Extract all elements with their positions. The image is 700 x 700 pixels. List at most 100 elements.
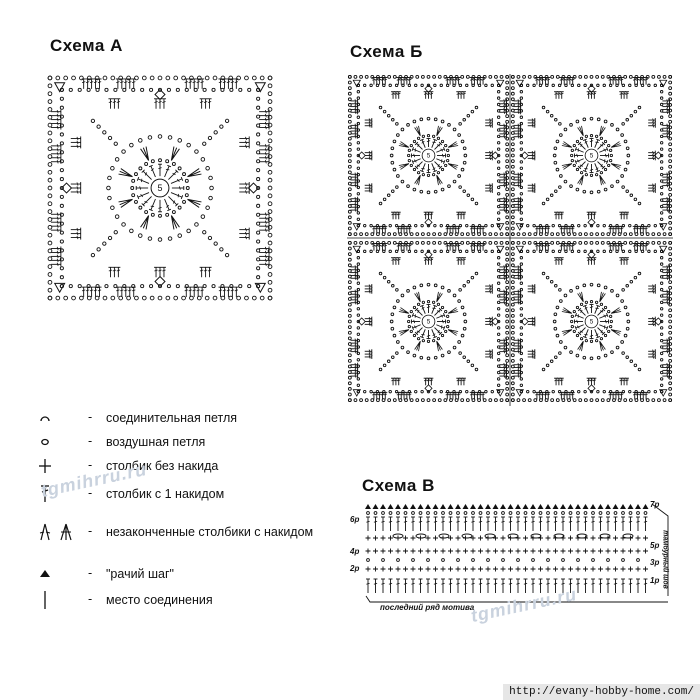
dc-mark [582,163,589,173]
chain-mark [205,166,210,171]
chain-mark [47,122,53,128]
center-ring [150,178,170,198]
chain-mark [596,83,600,88]
chain-mark [606,232,611,237]
chain-mark [406,184,410,188]
petal-cluster [414,174,421,186]
dc-mark [364,150,373,155]
chain-mark [256,168,261,173]
petal-cluster [187,198,202,208]
chain-mark [668,97,673,102]
chain-mark [603,353,608,358]
chain-mark [625,312,630,317]
chain-mark [375,249,380,254]
chain-mark [545,275,550,280]
dc-mark [383,243,388,251]
chain-mark [165,159,170,164]
chain-mark [177,138,182,143]
dc-mark [619,257,624,265]
chain-mark [640,74,644,79]
chain-mark [202,284,207,289]
chain-mark [589,223,594,228]
chain-mark [505,176,510,180]
chain-mark [175,87,180,92]
dc-mark [485,352,493,357]
chain-mark [347,215,352,220]
chain-mark [595,240,600,245]
chain-mark [182,199,186,204]
sc-mark [545,548,551,554]
chain-mark [668,131,673,135]
petal-cluster [398,307,410,314]
sc-mark [365,535,371,541]
chain-mark [477,232,481,237]
chain-mark [633,109,638,114]
chain-mark [454,398,459,403]
chain-mark [347,204,352,208]
chain-mark [347,221,352,225]
chain-mark [347,358,352,363]
chain-mark [505,342,510,346]
chain-mark [519,96,524,100]
chain-mark [510,114,515,119]
sc-mark [560,566,566,572]
chain-mark [505,159,510,164]
chain-mark [382,223,386,228]
chain-mark [589,74,594,79]
chain-mark [47,264,53,269]
dc-mark [583,516,588,531]
chain-mark [595,398,600,403]
chain-mark [659,211,664,215]
chain-mark [589,232,594,237]
chain-mark [533,240,538,245]
chain-mark [596,117,601,122]
chain-mark [647,223,651,228]
sc-mark [530,566,536,572]
chain-mark [659,204,664,209]
chain-mark [347,364,352,369]
chain-mark [347,74,352,79]
dc-mark [644,391,649,400]
petal-cluster [561,163,573,170]
chain-mark [404,398,408,403]
chain-mark [347,392,352,397]
chain-mark [390,312,395,317]
dc-mark [527,186,536,191]
chain-mark [471,389,475,394]
chain-mark [452,127,457,132]
chain-mark [659,192,664,196]
dc-mark [513,183,522,188]
chain-mark [396,558,400,562]
chain-mark [347,375,352,380]
chain-mark [456,511,460,515]
dc-mark [259,246,270,251]
chain-mark [236,75,241,81]
corner-mark [495,223,505,231]
chain-mark [412,333,417,338]
chain-mark [415,74,420,79]
chain-mark [510,308,515,313]
sc-mark [493,535,498,541]
chain-mark [493,511,498,515]
sc-mark [388,566,393,572]
chain-mark [454,232,459,237]
chain-mark [496,115,501,119]
chain-mark [510,170,515,175]
dc-mark [577,161,586,170]
crab-mark [447,504,454,509]
sc-mark [590,535,596,541]
dc-mark [662,208,670,213]
chain-mark [416,171,421,175]
petal-cluster [414,291,421,303]
chain-mark [563,179,568,184]
chain-mark [653,223,657,228]
chain-mark [564,249,568,254]
chain-mark [106,185,111,191]
diamond-mark [154,275,166,288]
dc-mark [136,192,150,200]
chain-mark [392,74,397,79]
chain-mark [575,167,580,172]
crab-mark [410,504,416,509]
dc-mark [574,312,584,319]
chain-mark [110,205,115,210]
